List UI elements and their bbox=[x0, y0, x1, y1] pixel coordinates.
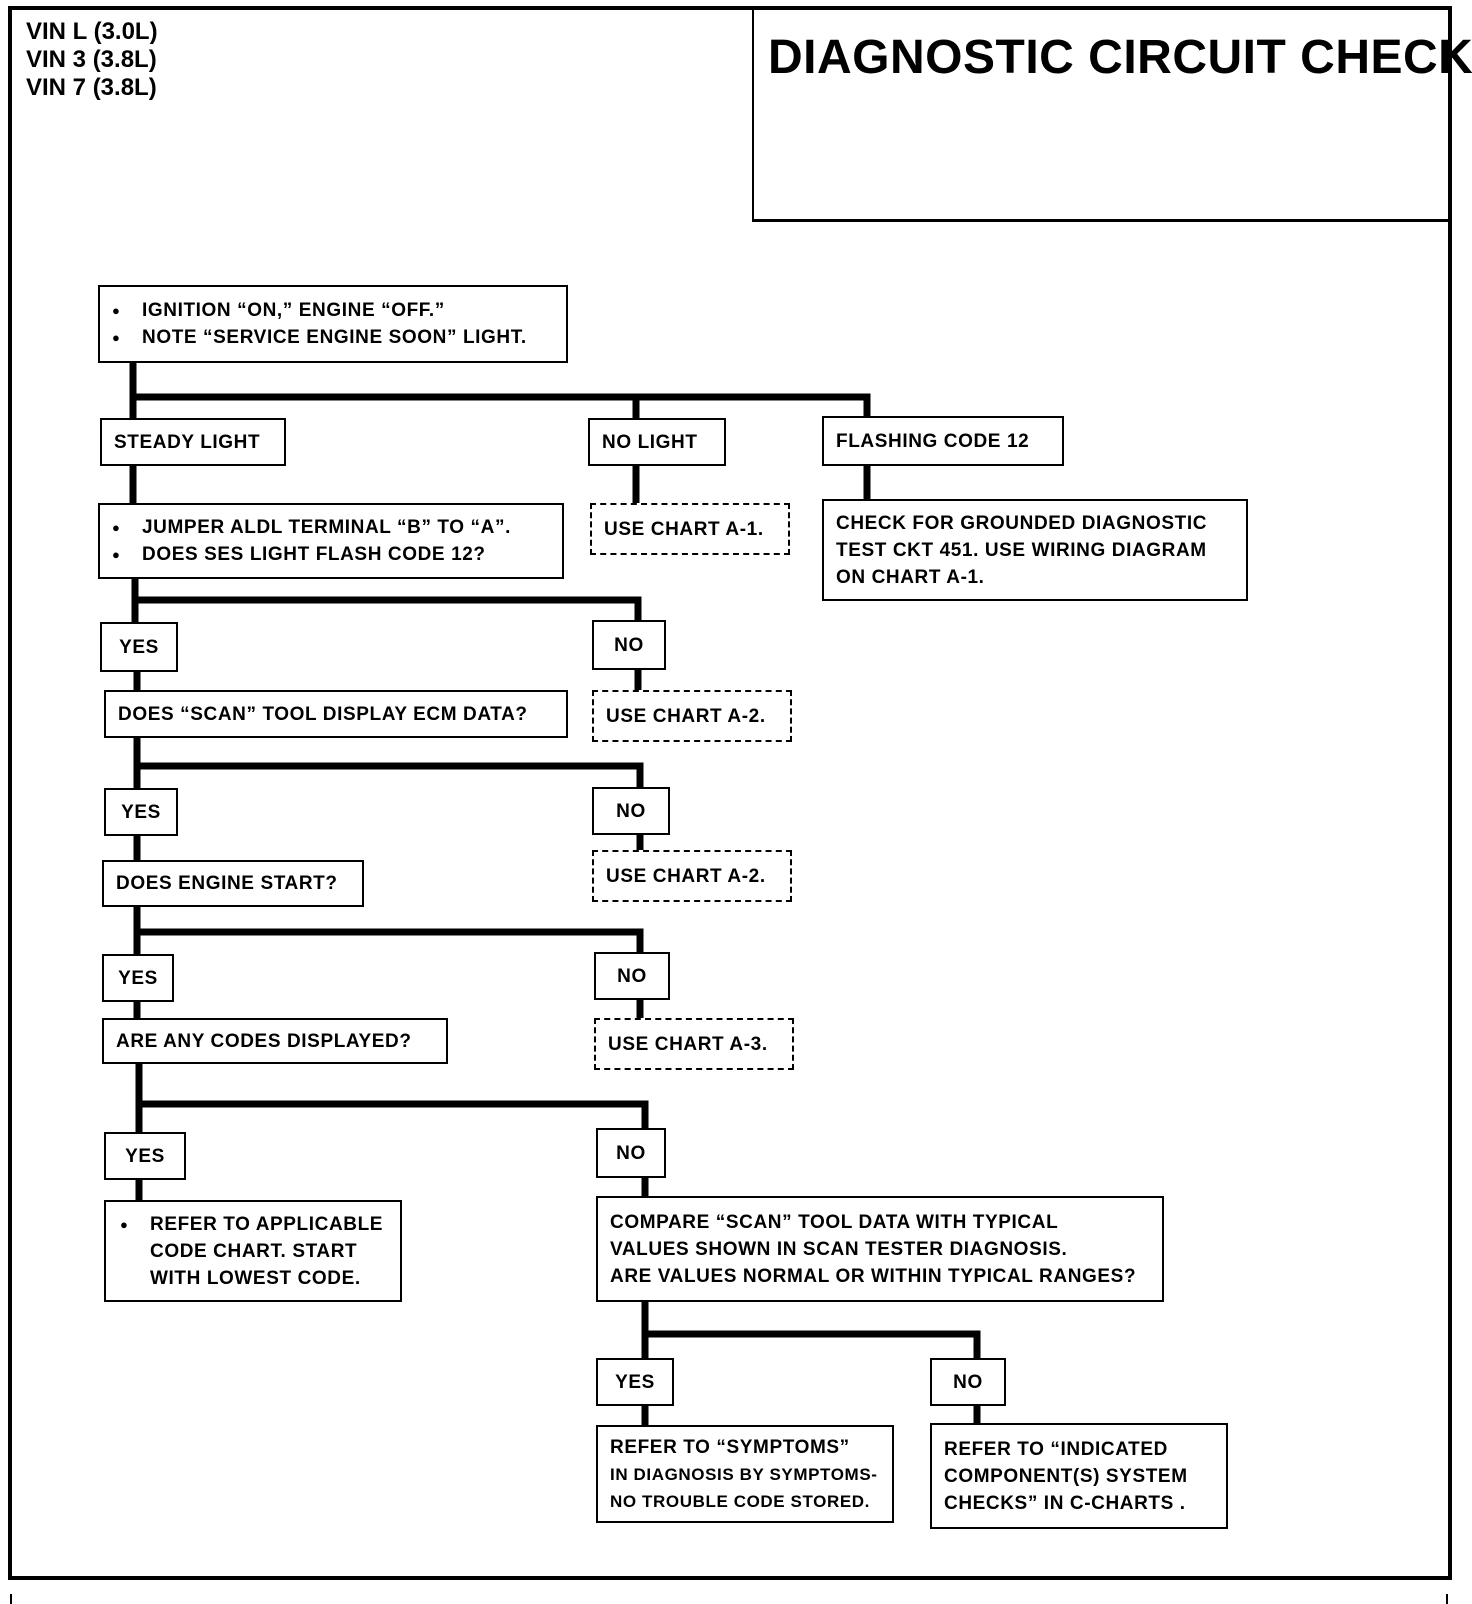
symptoms-box: REFER TO “SYMPTOMS” IN DIAGNOSIS BY SYMP… bbox=[596, 1425, 894, 1523]
no-label-1: NO bbox=[614, 634, 644, 656]
c-charts-line-1: REFER TO “INDICATED bbox=[944, 1438, 1168, 1460]
grounded-check-box: CHECK FOR GROUNDED DIAGNOSTIC TEST CKT 4… bbox=[822, 499, 1248, 601]
vin-line-2: VIN 3 (3.8L) bbox=[26, 46, 157, 73]
use-chart-a1-box: USE CHART A-1. bbox=[590, 503, 790, 555]
vin-line-1: VIN L (3.0L) bbox=[26, 18, 158, 45]
jumper-step-1: JUMPER ALDL TERMINAL “B” TO “A”. bbox=[112, 514, 562, 541]
refer-code-line-2: CODE CHART. START bbox=[150, 1240, 358, 1262]
no-label-2: NO bbox=[616, 800, 646, 822]
jumper-instructions-box: JUMPER ALDL TERMINAL “B” TO “A”. DOES SE… bbox=[98, 503, 564, 579]
use-chart-a1-label: USE CHART A-1. bbox=[604, 518, 764, 540]
start-step-2: NOTE “SERVICE ENGINE SOON” LIGHT. bbox=[112, 324, 566, 351]
steady-light-box: STEADY LIGHT bbox=[100, 418, 286, 466]
no-box-2: NO bbox=[592, 787, 670, 835]
steady-light-label: STEADY LIGHT bbox=[114, 431, 261, 453]
no-light-label: NO LIGHT bbox=[602, 431, 698, 453]
grounded-check-line-1: CHECK FOR GROUNDED DIAGNOSTIC bbox=[836, 512, 1208, 534]
use-chart-a2-label-1: USE CHART A-2. bbox=[606, 705, 766, 727]
vin-line-3: VIN 7 (3.8L) bbox=[26, 74, 157, 101]
flashing-code-box: FLASHING CODE 12 bbox=[822, 416, 1064, 466]
use-chart-a2-box-2: USE CHART A-2. bbox=[592, 850, 792, 902]
flashing-code-label: FLASHING CODE 12 bbox=[836, 430, 1030, 452]
c-charts-line-2: COMPONENT(S) SYSTEM bbox=[944, 1465, 1188, 1487]
scan-question-label: DOES “SCAN” TOOL DISPLAY ECM DATA? bbox=[118, 703, 528, 725]
title-box: DIAGNOSTIC CIRCUIT CHECK bbox=[752, 6, 1472, 222]
compare-line-2: VALUES SHOWN IN SCAN TESTER DIAGNOSIS. bbox=[610, 1238, 1068, 1260]
use-chart-a2-box-1: USE CHART A-2. bbox=[592, 690, 792, 742]
grounded-check-line-2: TEST CKT 451. USE WIRING DIAGRAM bbox=[836, 539, 1207, 561]
symptoms-line-3: NO TROUBLE CODE STORED. bbox=[610, 1491, 871, 1511]
grounded-check-line-3: ON CHART A-1. bbox=[836, 566, 985, 588]
compare-line-3: ARE VALUES NORMAL OR WITHIN TYPICAL RANG… bbox=[610, 1265, 1137, 1287]
yes-label-3: YES bbox=[118, 967, 158, 989]
use-chart-a2-label-2: USE CHART A-2. bbox=[606, 865, 766, 887]
corner-mark-left bbox=[10, 1594, 12, 1604]
no-label-5: NO bbox=[953, 1371, 983, 1393]
codes-question-label: ARE ANY CODES DISPLAYED? bbox=[116, 1030, 412, 1052]
no-light-box: NO LIGHT bbox=[588, 418, 726, 466]
scan-question-box: DOES “SCAN” TOOL DISPLAY ECM DATA? bbox=[104, 690, 568, 738]
yes-label-2: YES bbox=[121, 801, 161, 823]
yes-label-5: YES bbox=[615, 1371, 655, 1393]
c-charts-line-3: CHECKS” IN C-CHARTS . bbox=[944, 1492, 1186, 1514]
no-box-1: NO bbox=[592, 620, 666, 670]
no-box-4: NO bbox=[596, 1128, 666, 1178]
c-charts-box: REFER TO “INDICATED COMPONENT(S) SYSTEM … bbox=[930, 1423, 1228, 1529]
jumper-step-2: DOES SES LIGHT FLASH CODE 12? bbox=[112, 541, 562, 568]
codes-question-box: ARE ANY CODES DISPLAYED? bbox=[102, 1018, 448, 1064]
engine-start-label: DOES ENGINE START? bbox=[116, 873, 338, 894]
no-box-3: NO bbox=[594, 952, 670, 1000]
yes-box-1: YES bbox=[100, 622, 178, 672]
yes-label-4: YES bbox=[125, 1145, 165, 1167]
yes-box-3: YES bbox=[102, 954, 174, 1002]
no-label-4: NO bbox=[616, 1142, 646, 1164]
use-chart-a3-box: USE CHART A-3. bbox=[594, 1018, 794, 1070]
refer-code-box: REFER TO APPLICABLE CODE CHART. START WI… bbox=[104, 1200, 402, 1302]
refer-code-line-3: WITH LOWEST CODE. bbox=[150, 1267, 361, 1289]
symptoms-line-2: IN DIAGNOSIS BY SYMPTOMS- bbox=[610, 1464, 878, 1484]
page-title: DIAGNOSTIC CIRCUIT CHECK bbox=[768, 31, 1472, 84]
use-chart-a3-label: USE CHART A-3. bbox=[608, 1033, 768, 1055]
page-frame bbox=[8, 6, 1452, 1580]
compare-line-1: COMPARE “SCAN” TOOL DATA WITH TYPICAL bbox=[610, 1211, 1059, 1233]
symptoms-line-1: REFER TO “SYMPTOMS” bbox=[610, 1436, 850, 1458]
compare-values-box: COMPARE “SCAN” TOOL DATA WITH TYPICAL VA… bbox=[596, 1196, 1164, 1302]
start-step-1: IGNITION “ON,” ENGINE “OFF.” bbox=[112, 297, 566, 324]
yes-box-2: YES bbox=[104, 788, 178, 836]
engine-start-box: DOES ENGINE START? bbox=[102, 860, 364, 907]
no-box-5: NO bbox=[930, 1358, 1006, 1406]
start-instructions-box: IGNITION “ON,” ENGINE “OFF.” NOTE “SERVI… bbox=[98, 285, 568, 363]
refer-code-line-1: REFER TO APPLICABLE bbox=[120, 1211, 400, 1238]
yes-label-1: YES bbox=[119, 636, 159, 658]
yes-box-5: YES bbox=[596, 1358, 674, 1406]
yes-box-4: YES bbox=[104, 1132, 186, 1180]
no-label-3: NO bbox=[617, 965, 647, 987]
corner-mark-right bbox=[1446, 1594, 1448, 1604]
